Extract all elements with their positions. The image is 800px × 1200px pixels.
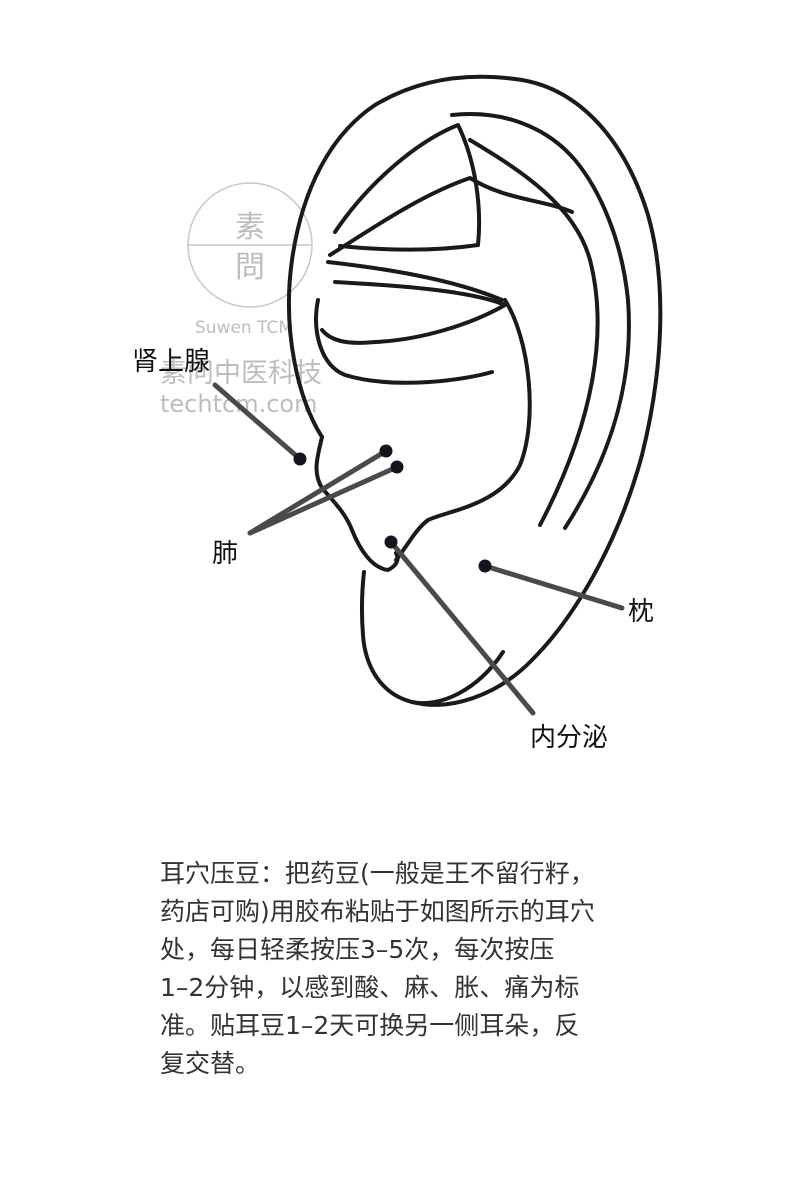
label-adrenal: 肾上腺 (132, 347, 210, 377)
antihelix-line-1 (468, 138, 600, 527)
triangular-fossa (333, 123, 482, 252)
antihelix-body (394, 298, 532, 562)
antihelix-lower-crus (326, 260, 504, 302)
acupoint-adrenal-dot (293, 452, 307, 466)
acupoint-lung-dot-1 (379, 444, 393, 458)
acupoint-endocrine-dot (384, 535, 398, 549)
ear-outline (286, 74, 663, 707)
acupoint-occiput-dot (478, 559, 492, 573)
instructions-line: 药店可购)用胶布粘贴于如图所示的耳穴 (160, 897, 595, 926)
leader-adrenal (212, 382, 303, 462)
instructions-line: 准。贴耳豆1–2天可换另一侧耳朵，反 (160, 1011, 580, 1040)
acupoint-markers (293, 444, 492, 573)
leader-endocrine (388, 539, 536, 716)
leader-occiput (482, 563, 625, 611)
watermark-logo-top: 素 (235, 210, 265, 245)
instructions-text: 耳穴压豆：把药豆(一般是王不留行籽， 药店可购)用胶布粘贴于如图所示的耳穴 处，… (160, 855, 650, 1083)
label-endocrine: 内分泌 (530, 723, 608, 753)
label-lung: 肺 (212, 539, 238, 569)
helix-inner (450, 112, 631, 530)
leader-lung-1 (247, 448, 389, 536)
acupoint-lung-dot-2 (390, 460, 404, 474)
ear-acupoint-diagram: 素 問 Suwen TCM 素问中医科技 techtcm.com (132, 74, 663, 753)
instructions-line: 复交替。 (160, 1049, 261, 1078)
tragus (314, 435, 400, 572)
instructions-line: 耳穴压豆：把药豆(一般是王不留行籽， (160, 859, 595, 888)
label-occiput: 枕 (628, 597, 654, 627)
instructions-line: 处，每日轻柔按压3–5次，每次按压 (160, 935, 555, 964)
watermark-logo-bottom: 問 (235, 250, 265, 285)
cymba-border (320, 280, 507, 345)
acupoint-labels: 肾上腺 肺 枕 内分泌 (132, 347, 654, 753)
leader-lung-2 (247, 464, 400, 536)
antihelix-upper-crus (328, 176, 574, 257)
leader-lines (212, 382, 625, 716)
instructions-line: 1–2分钟，以感到酸、麻、胀、痛为标 (160, 973, 580, 1002)
watermark-brand-en: Suwen TCM (195, 318, 293, 338)
concha-edge (314, 298, 494, 385)
